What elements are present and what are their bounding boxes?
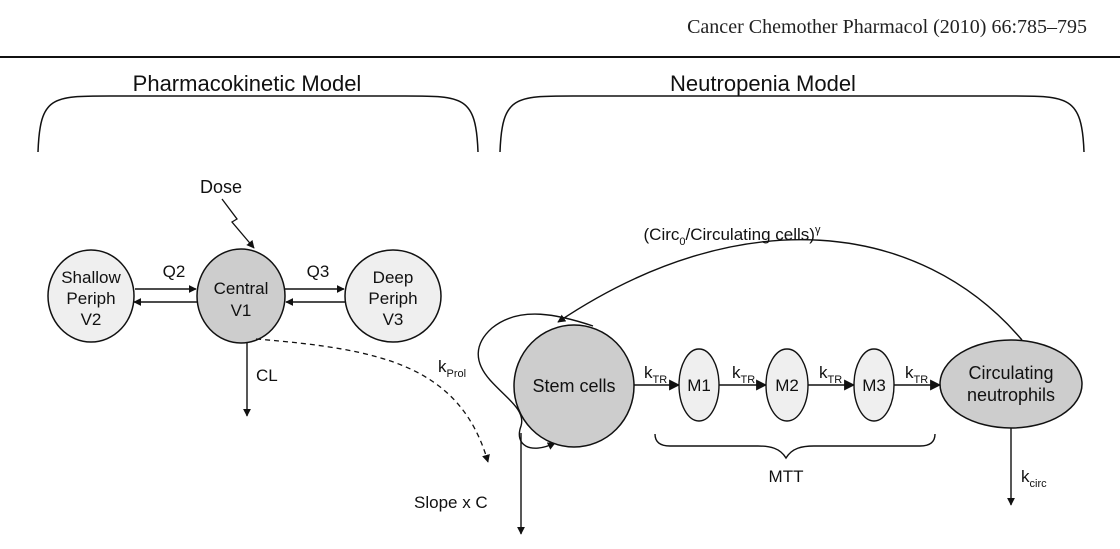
shallow-line-3: V2 [81,310,102,329]
ktr-3-main: k [819,363,828,382]
central-line-1: Central [214,279,269,298]
dose-label: Dose [200,177,242,197]
feedback-sub: 0 [679,236,685,248]
m1-label: M1 [687,376,711,395]
ktr-1-sub: TR [653,374,668,386]
proliferation-loop-arrow [477,313,594,450]
central-compartment [196,248,286,344]
deep-line-1: Deep [373,268,414,287]
neutropenia-model-brace [499,95,1085,153]
drug-effect-dashed-arrow [255,338,490,463]
ktr-label-3: kTR [819,363,842,386]
circulating-line-2: neutrophils [967,385,1055,405]
ktr-3-sub: TR [828,374,843,386]
circulating-neutrophils-compartment [939,339,1083,429]
ktr-2-sub: TR [741,374,756,386]
deep-line-3: V3 [383,310,404,329]
mtt-brace [654,433,936,460]
kcirc-sub: circ [1030,478,1048,490]
shallow-peripheral-compartment [47,249,135,343]
stem-cells-compartment [513,324,635,448]
ktr-1-main: k [644,363,653,382]
feedback-arrow [557,238,1023,341]
ktr-label-2: kTR [732,363,755,386]
kprol-main: k [438,357,447,376]
pk-model-brace [37,95,479,153]
deep-peripheral-compartment [344,249,442,343]
ktr-4-sub: TR [914,374,929,386]
q3-label: Q3 [307,262,330,281]
ktr-label-4: kTR [905,363,928,386]
kprol-sub: Prol [447,368,467,380]
journal-citation: Cancer Chemother Pharmacol (2010) 66:785… [687,16,1087,38]
kcirc-main: k [1021,467,1030,486]
feedback-prefix: (Circ [644,225,680,244]
deep-line-2: Periph [368,289,417,308]
page-header: Cancer Chemother Pharmacol (2010) 66:785… [0,0,1120,70]
stem-cells-label: Stem cells [532,376,615,396]
ktr-4-main: k [905,363,914,382]
central-line-2: V1 [231,301,252,320]
header-rule [0,56,1120,58]
pk-model-title: Pharmacokinetic Model [133,71,362,96]
shallow-line-1: Shallow [61,268,121,287]
clearance-label: CL [256,366,278,385]
shallow-line-2: Periph [66,289,115,308]
neutropenia-model-title: Neutropenia Model [670,71,856,96]
ktr-label-1: kTR [644,363,667,386]
feedback-suffix: /Circulating cells) [686,225,815,244]
ktr-2-main: k [732,363,741,382]
circulating-line-1: Circulating [968,363,1053,383]
m2-label: M2 [775,376,799,395]
feedback-sup: γ [815,224,821,236]
q2-label: Q2 [163,262,186,281]
dose-arrow [221,198,255,249]
kprol-label: kProl [438,357,466,380]
kcirc-label: kcirc [1021,467,1047,490]
pk-pd-model-diagram: Pharmacokinetic Model Neutropenia Model … [37,71,1085,535]
feedback-label: (Circ0/Circulating cells)γ [644,224,821,248]
m3-label: M3 [862,376,886,395]
slope-label: Slope x C [414,493,488,512]
mtt-label: MTT [769,467,804,486]
